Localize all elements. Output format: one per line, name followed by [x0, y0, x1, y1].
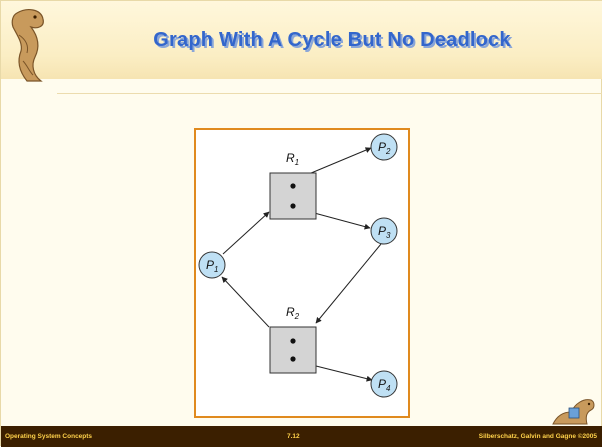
r1-label: R1	[286, 151, 299, 167]
edge-p3-r2	[315, 243, 382, 324]
resource-r1: R1	[269, 151, 317, 220]
footer-copyright: Silberschatz, Galvin and Gagne ©2005	[478, 433, 597, 440]
dinosaur-corner-icon	[552, 399, 595, 425]
title-divider	[57, 93, 602, 94]
edge-r2-p1	[221, 276, 270, 328]
process-p1: P1	[198, 251, 226, 279]
process-p3: P3	[370, 217, 398, 245]
footer-bar	[1, 426, 602, 447]
edge-p1-r1	[222, 211, 270, 255]
r2-label: R2	[286, 305, 300, 321]
resource-allocation-graph: R1 R2 P1 P2 P3	[198, 133, 398, 398]
slide-title: Graph With A Cycle But No Deadlock	[153, 29, 511, 51]
process-p2: P2	[370, 133, 398, 161]
r1-instance-1	[290, 183, 296, 189]
r1-instance-2	[290, 203, 296, 209]
svg-text:P3: P3	[378, 224, 391, 240]
svg-text:P1: P1	[206, 258, 218, 274]
process-p4: P4	[370, 370, 398, 398]
footer-page-number: 7.12	[287, 433, 300, 440]
r2-instance-2	[290, 356, 296, 362]
footer-course-title: Operating System Concepts	[5, 433, 93, 440]
header-band	[1, 1, 602, 79]
diagram-frame: R1 R2 P1 P2 P3	[194, 128, 410, 418]
svg-text:P2: P2	[378, 140, 391, 156]
dinosaur-logo-icon	[11, 9, 44, 82]
svg-text:P4: P4	[378, 377, 391, 393]
resource-r2: R2	[269, 305, 317, 374]
r2-instance-1	[290, 338, 296, 344]
